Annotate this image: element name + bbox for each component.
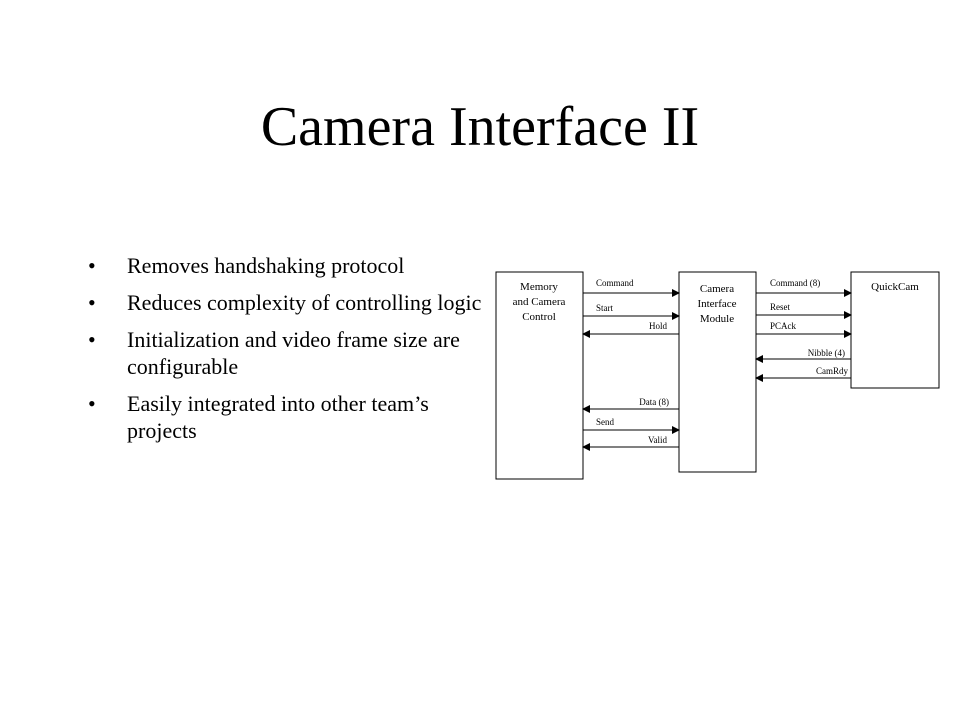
camera-interface-module-box bbox=[678, 271, 757, 473]
bullet-text: Removes handshaking protocol bbox=[127, 253, 405, 278]
bullet-dot-icon: • bbox=[88, 253, 96, 278]
bullet-dot-icon: • bbox=[88, 327, 96, 352]
bullet-text: Reduces complexity of controlling logic bbox=[127, 290, 482, 315]
bullet-item: • Initialization and video frame size are… bbox=[88, 326, 488, 380]
bullet-item: • Easily integrated into other team’s pro… bbox=[88, 390, 488, 444]
quickcam-box-label: QuickCam bbox=[871, 281, 919, 293]
valid-label: Valid bbox=[648, 435, 667, 445]
reset-label: Reset bbox=[770, 302, 790, 312]
bullet-text: Initialization and video frame size are … bbox=[127, 327, 460, 379]
bullet-dot-icon: • bbox=[88, 290, 96, 315]
bullet-dot-icon: • bbox=[88, 391, 96, 416]
data-label: Data (8) bbox=[639, 397, 669, 407]
nibble-label: Nibble (4) bbox=[808, 348, 845, 358]
send-label: Send bbox=[596, 417, 615, 427]
pcack-label: PCAck bbox=[770, 321, 797, 331]
command-label: Command bbox=[596, 278, 634, 288]
camera-box-label-line3: Module bbox=[700, 313, 734, 325]
memory-camera-control-box bbox=[495, 271, 584, 480]
quickcam-box bbox=[850, 271, 940, 389]
slide-title: Camera Interface II bbox=[260, 96, 700, 158]
camera-box-label-line2: Interface bbox=[697, 298, 736, 310]
memory-box-label-line1: Memory bbox=[520, 281, 558, 293]
command8-label: Command (8) bbox=[770, 278, 820, 288]
camera-box-label-line1: Camera bbox=[700, 283, 734, 295]
memory-box-label-line3: Control bbox=[522, 311, 556, 323]
bullet-text: Easily integrated into other team’s proj… bbox=[127, 391, 429, 443]
bullet-item: • Removes handshaking protocol bbox=[88, 252, 488, 279]
camrdy-label: CamRdy bbox=[816, 366, 849, 376]
memory-box-label-line2: and Camera bbox=[513, 296, 566, 308]
bullet-list: • Removes handshaking protocol • Reduces c… bbox=[88, 252, 488, 454]
hold-label: Hold bbox=[649, 321, 668, 331]
start-label: Start bbox=[596, 303, 613, 313]
bullet-item: • Reduces complexity of controlling logic bbox=[88, 289, 488, 316]
